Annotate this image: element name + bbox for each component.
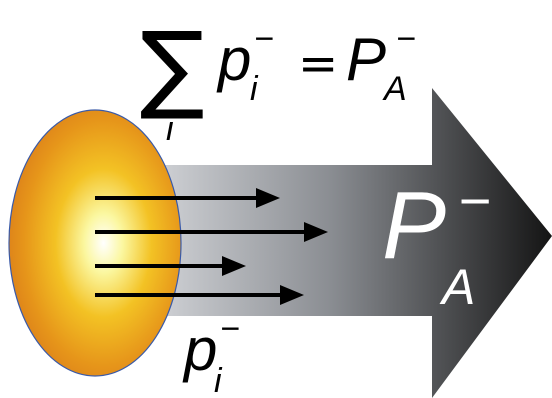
equals-sign: = <box>298 36 338 92</box>
lhs-superscript: − <box>254 20 274 58</box>
arrow-label-base: P <box>382 172 446 279</box>
lhs-base: p <box>216 26 251 93</box>
sum-symbol: ∑ <box>140 11 205 123</box>
nucleus-ellipse <box>9 110 181 376</box>
rhs-superscript: − <box>396 20 416 58</box>
arrow-label-superscript: − <box>458 169 491 232</box>
rhs-subscript: A <box>382 70 407 108</box>
sum-equation: ∑ i p − i = P − A <box>140 11 416 148</box>
parton-momentum-label: p − i <box>182 310 240 398</box>
parton-label-base: p <box>182 316 217 383</box>
parton-label-superscript: − <box>220 310 240 348</box>
parton-label-subscript: i <box>214 362 223 398</box>
lhs-subscript: i <box>250 70 259 108</box>
rhs-base: P <box>346 26 386 93</box>
arrow-label-subscript: A <box>439 259 475 315</box>
